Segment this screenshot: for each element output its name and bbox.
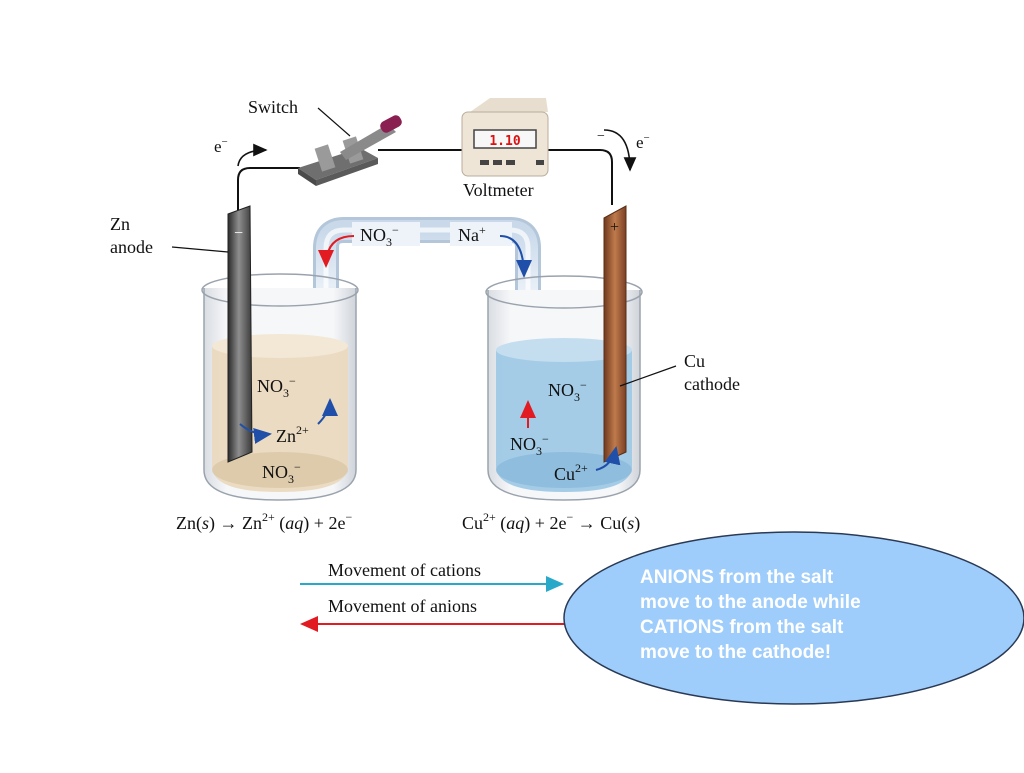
anode-half-equation: Zn(s) → Zn2+ (aq) + 2e−: [176, 510, 352, 534]
cathode-sign: +: [610, 219, 619, 236]
zn-beaker-no3-lower: NO3−: [262, 460, 301, 486]
cu-cathode-pointer-line: [619, 365, 677, 387]
callout-line-3: CATIONS from the salt: [640, 617, 844, 638]
electron-label-left: e−: [214, 136, 228, 156]
bridge-label-bg-left: [352, 222, 420, 246]
cu-cathode-label-line1: Cu: [684, 351, 705, 371]
zn-anode-label-line1: Zn: [110, 214, 130, 234]
switch-label: Switch: [248, 97, 298, 117]
cu-electrode[interactable]: [603, 205, 627, 463]
cu-cathode-label-line2: cathode: [684, 374, 740, 394]
bridge-anion-label: NO3−: [360, 223, 399, 249]
cu-ion-label: Cu2+: [554, 461, 588, 484]
bridge-cation-label: Na+: [458, 223, 486, 245]
zn-ion-label: Zn2+: [276, 423, 309, 446]
zn-anode-label-line2: anode: [110, 237, 153, 257]
zn-beaker-no3-upper: NO3−: [257, 374, 296, 400]
callout-line-2: move to the anode while: [640, 592, 861, 613]
cathode-wire-sign: −: [597, 129, 605, 144]
zn-electrode[interactable]: [227, 205, 253, 463]
bridge-anion-arrow: [318, 235, 355, 268]
anode-sign: −: [234, 225, 243, 242]
cu-beaker: [485, 275, 643, 501]
electron-flow-left: [237, 143, 268, 167]
cu-beaker-no3-lower: NO3−: [510, 432, 549, 458]
voltmeter-reading: 1.10: [489, 134, 520, 149]
legend-anions-label: Movement of anions: [328, 596, 477, 616]
callout-bubble: [563, 531, 1024, 705]
callout-line-1: ANIONS from the salt: [640, 567, 834, 588]
external-circuit-wire: [237, 149, 613, 210]
electron-label-right: e−: [636, 132, 650, 152]
callout-line-4: move to the cathode!: [640, 642, 832, 663]
voltmeter: [461, 98, 549, 177]
callout-text: ANIONS from the salt move to the anode w…: [640, 565, 960, 665]
no3-to-bridge-arrow: [317, 398, 338, 425]
salt-bridge: [313, 217, 541, 399]
zn-anode-pointer-line: [171, 246, 229, 253]
voltmeter-label: Voltmeter: [463, 180, 534, 200]
cu-beaker-no3-upper: NO3−: [548, 378, 587, 404]
switch-pointer-line: [317, 107, 351, 137]
electron-flow-right: [603, 129, 637, 172]
bridge-cation-arrow: [499, 235, 532, 278]
bridge-label-bg-right: [450, 222, 512, 246]
legend-cations-label: Movement of cations: [328, 560, 481, 580]
switch[interactable]: [298, 114, 404, 186]
cu-ion-arrow: [595, 446, 621, 471]
cathode-half-equation: Cu2+ (aq) + 2e− → Cu(s): [462, 510, 640, 534]
zn-ion-arrow: [239, 423, 272, 444]
